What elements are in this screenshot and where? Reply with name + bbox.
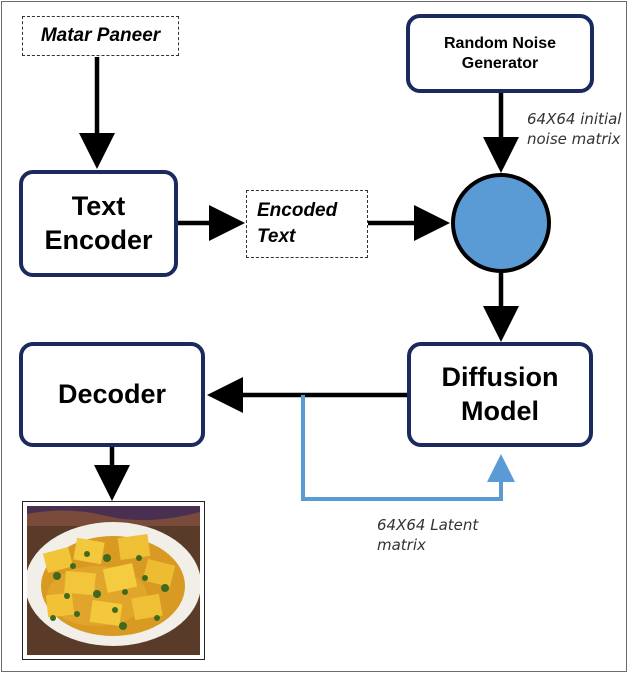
random-noise-generator-label: Random Noise Generator bbox=[443, 34, 556, 72]
text-encoder-label: Text Encoder bbox=[44, 190, 153, 255]
combiner-node bbox=[451, 173, 551, 273]
encoded-text-box: Encoded Text bbox=[246, 190, 368, 258]
diffusion-model-node: Diffusion Model bbox=[407, 342, 593, 447]
initial-noise-note: 64X64 initial noise matrix bbox=[527, 109, 623, 150]
output-food-image bbox=[22, 501, 205, 660]
prompt-text: Matar Paneer bbox=[40, 25, 161, 46]
latent-matrix-label: 64X64 Latent matrix bbox=[377, 516, 479, 555]
decoder-label: Decoder bbox=[57, 378, 167, 409]
text-encoder-node: Text Encoder bbox=[19, 170, 178, 277]
prompt-text-box: Matar Paneer bbox=[22, 16, 179, 56]
initial-noise-label: 64X64 initial noise matrix bbox=[527, 110, 622, 149]
diffusion-model-label: Diffusion Model bbox=[441, 361, 559, 426]
decoder-node: Decoder bbox=[19, 342, 205, 447]
matar-paneer-illustration bbox=[27, 506, 200, 655]
encoded-text: Encoded Text bbox=[257, 200, 338, 247]
random-noise-generator-node: Random Noise Generator bbox=[406, 14, 594, 93]
latent-matrix-note: 64X64 Latent matrix bbox=[377, 515, 517, 556]
latent-loop-arrow bbox=[301, 395, 515, 501]
